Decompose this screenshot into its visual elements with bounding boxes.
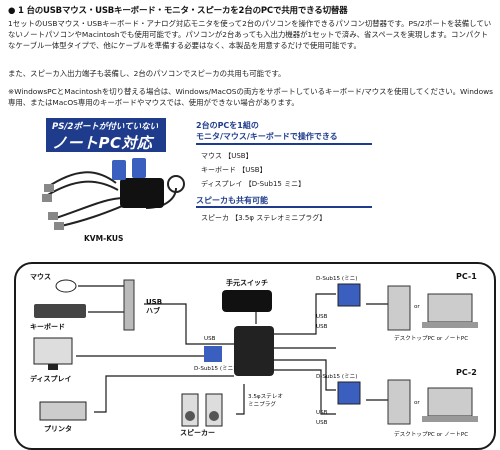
usb-label-pc2: USB xyxy=(316,410,328,416)
product-banner: PS/2ポートが付いていない ノートPC対応 xyxy=(46,118,166,152)
or-label: or xyxy=(414,400,420,406)
note-paragraph: ※WindowsPCとMacintoshを切り替える場合は、Windows/Ma… xyxy=(8,87,494,107)
stereo-label: 3.5φステレオ ミニプラグ xyxy=(248,394,283,408)
hand-switch-label: 手元スイッチ xyxy=(226,279,268,287)
dsub-label-pc1: D-Sub15 (ミニ) xyxy=(316,276,358,282)
display-label: ディスプレイ xyxy=(30,375,72,383)
description-paragraph: 1セットのUSBマウス・USBキーボード・アナログ対応モニタを使って2台のパソコ… xyxy=(8,19,492,50)
usb-label-pc1: USB xyxy=(316,324,328,330)
feature-title-line2: モニタ/マウス/キーボードで操作できる xyxy=(196,132,338,141)
feature-item: スピーカ 【3.5φ ステレオミニプラグ】 xyxy=(201,214,327,222)
feature-item: キーボード 【USB】 xyxy=(201,166,267,174)
usb-label-pc2: USB xyxy=(316,420,328,426)
product-image: PS/2ポートが付いていない ノートPC対応 KVM-KUS xyxy=(36,118,188,246)
usb-label: USB xyxy=(204,336,216,342)
speaker-paragraph: また、スピーカ入出力端子も装備し、2台のパソコンでスピーカの共用も可能です。 xyxy=(8,69,286,78)
feature-title-line1: 2台のPCを1組の xyxy=(196,121,259,130)
mouse-label: マウス xyxy=(30,273,51,281)
feature-title-speaker: スピーカも共有可能 xyxy=(196,196,268,205)
printer-label: プリンタ xyxy=(44,425,72,433)
feature-item: マウス 【USB】 xyxy=(201,152,253,160)
dsub-label-pc2: D-Sub15 (ミニ) xyxy=(316,374,358,380)
usb-hub-label: USB ハブ xyxy=(146,298,163,315)
feature-item: ディスプレイ 【D-Sub15 ミニ】 xyxy=(201,180,306,188)
pc2-label: PC-2 xyxy=(456,368,477,377)
or-label: or xyxy=(414,304,420,310)
speaker-label: スピーカー xyxy=(180,429,215,437)
banner-line2: ノートPC対応 xyxy=(52,134,153,152)
feature-divider-1 xyxy=(196,143,372,145)
kvm-cable-photo xyxy=(42,158,185,230)
usb-label-pc1: USB xyxy=(316,314,328,320)
dsub-label: D-Sub15 (ミニ) xyxy=(194,366,236,372)
connection-diagram: マウス キーボード ディスプレイ プリンタ スピーカー USB ハブ 手元スイッ… xyxy=(14,262,496,450)
model-label: KVM-KUS xyxy=(84,234,124,243)
pc1-type-label: デスクトップPC or ノートPC xyxy=(394,336,469,342)
keyboard-label: キーボード xyxy=(30,323,65,331)
pc1-label: PC-1 xyxy=(456,272,477,281)
diagram-lines xyxy=(33,279,478,427)
banner-line1: PS/2ポートが付いていない xyxy=(52,122,159,132)
page-heading: ● 1 台のUSBマウス・USBキーボード・モニタ・スピーカを2台のPCで共用で… xyxy=(8,6,348,16)
pc2-type-label: デスクトップPC or ノートPC xyxy=(394,432,469,438)
feature-divider-2 xyxy=(196,206,372,208)
